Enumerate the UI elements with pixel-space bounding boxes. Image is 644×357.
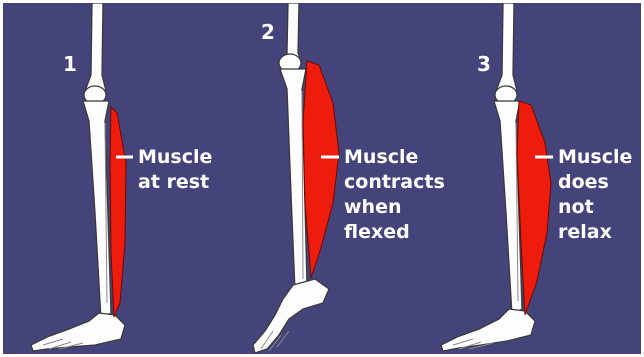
muscle-contraction-diagram: 1 Muscle at rest 2 Muscle contracts when… bbox=[3, 3, 641, 354]
label-line: Muscle bbox=[344, 146, 418, 168]
muscle-3 bbox=[517, 101, 551, 315]
label-line: relax bbox=[558, 221, 612, 243]
panel-number-2: 2 bbox=[261, 20, 275, 44]
label-line: when bbox=[344, 196, 402, 218]
panel-label-3: Muscle does not relax bbox=[558, 146, 636, 243]
label-line: does bbox=[558, 171, 609, 193]
muscle-2 bbox=[303, 61, 339, 278]
panel-number-1: 1 bbox=[63, 52, 77, 76]
panel-label-1: Muscle at rest bbox=[138, 146, 216, 193]
panel-2: 2 Muscle contracts when flexed bbox=[253, 3, 449, 353]
panel-3: 3 Muscle does not relax bbox=[441, 3, 636, 351]
label-line: flexed bbox=[344, 221, 410, 243]
panel-1: 1 Muscle at rest bbox=[31, 3, 216, 351]
label-line: not bbox=[558, 196, 594, 218]
panel-label-2: Muscle contracts when flexed bbox=[344, 146, 449, 243]
label-line: at rest bbox=[138, 171, 209, 193]
label-line: contracts bbox=[344, 171, 445, 193]
panel-number-3: 3 bbox=[477, 52, 491, 76]
muscle-1 bbox=[110, 107, 126, 317]
label-line: Muscle bbox=[138, 146, 212, 168]
label-line: Muscle bbox=[558, 146, 632, 168]
